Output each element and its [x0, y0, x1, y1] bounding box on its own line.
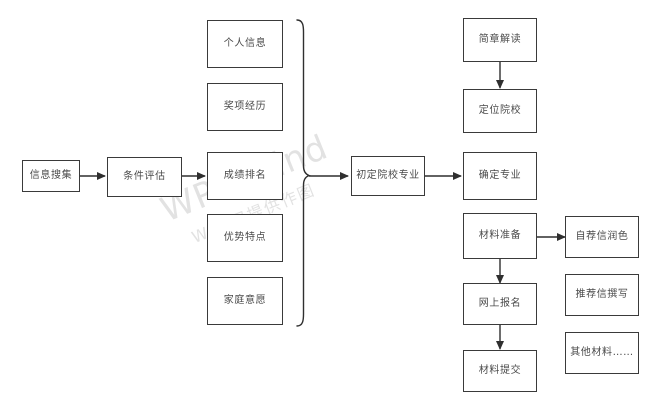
node-material-submit[interactable]: 材料提交 [463, 350, 537, 392]
node-label: 初定院校专业 [356, 170, 420, 181]
node-label: 定位院校 [478, 105, 522, 116]
node-label: 奖项经历 [223, 101, 267, 112]
node-info-gather[interactable]: 信息搜集 [22, 160, 80, 192]
node-other-materials[interactable]: 其他材料…… [565, 332, 639, 374]
node-label: 优势特点 [223, 232, 267, 243]
node-strengths[interactable]: 优势特点 [207, 214, 283, 262]
node-preliminary-major[interactable]: 初定院校专业 [351, 156, 425, 196]
group-brace [296, 19, 311, 327]
node-label: 家庭意愿 [223, 295, 267, 306]
node-material-prep[interactable]: 材料准备 [463, 213, 537, 259]
node-label: 材料准备 [478, 230, 522, 241]
node-label: 其他材料…… [570, 347, 634, 358]
node-label: 自荐信润色 [575, 231, 629, 242]
node-grade-rank[interactable]: 成绩排名 [207, 152, 283, 200]
node-family-wish[interactable]: 家庭意愿 [207, 277, 283, 325]
node-locate-school[interactable]: 定位院校 [463, 89, 537, 133]
node-online-apply[interactable]: 网上报名 [463, 283, 537, 325]
node-label: 条件评估 [123, 171, 166, 182]
node-label: 简章解读 [478, 34, 522, 45]
node-condition-eval[interactable]: 条件评估 [107, 157, 182, 197]
node-rec-letter-write[interactable]: 推荐信撰写 [565, 274, 639, 316]
node-label: 信息搜集 [29, 170, 73, 181]
node-label: 材料提交 [478, 365, 522, 376]
node-brochure-read[interactable]: 简章解读 [463, 18, 537, 62]
node-personal-info[interactable]: 个人信息 [207, 20, 283, 68]
node-label: 推荐信撰写 [575, 289, 629, 300]
node-confirm-major[interactable]: 确定专业 [463, 152, 537, 200]
node-label: 个人信息 [223, 38, 267, 49]
node-self-rec-polish[interactable]: 自荐信润色 [565, 216, 639, 258]
node-label: 成绩排名 [223, 170, 267, 181]
node-award-history[interactable]: 奖项经历 [207, 83, 283, 131]
node-label: 确定专业 [478, 170, 522, 181]
node-label: 网上报名 [478, 298, 522, 309]
